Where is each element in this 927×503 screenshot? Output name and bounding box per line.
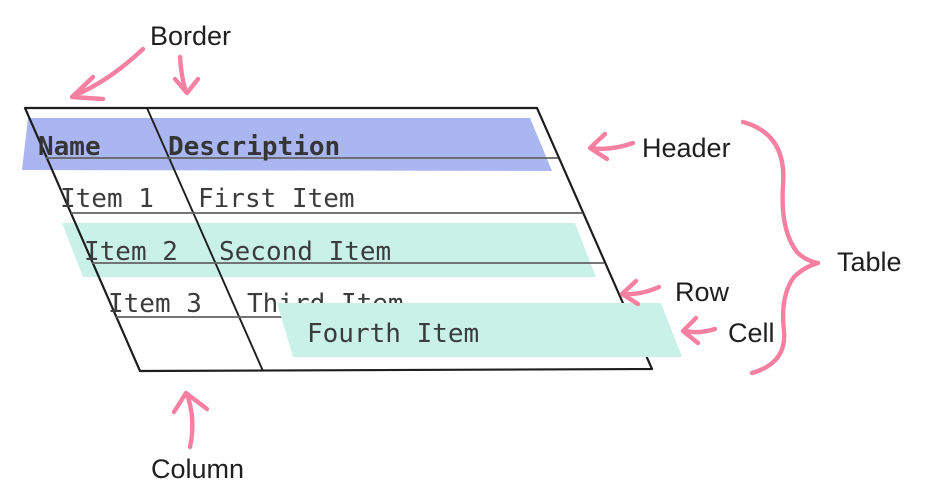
cell-row4-description: Fourth Item	[307, 319, 479, 349]
cell-row1-description: First Item	[198, 184, 355, 214]
header-cell-description: Description	[168, 132, 340, 162]
column-arrow	[171, 390, 210, 450]
cell-label: Cell	[728, 318, 775, 348]
table-label: Table	[837, 247, 902, 277]
cell-row3-name: Item 3	[108, 289, 202, 319]
table-brace	[740, 119, 821, 376]
cell-arrow	[680, 315, 718, 346]
row-label: Row	[675, 277, 730, 307]
header-label: Header	[642, 133, 731, 163]
table-text: Name Description Item 1 First Item Item …	[38, 132, 404, 319]
border-arrow-down	[172, 54, 201, 96]
header-cell-name: Name	[38, 132, 101, 162]
header-arrow	[587, 131, 636, 162]
border-label: Border	[150, 21, 231, 51]
annotations: Border Header Table Row Cell Column	[69, 21, 902, 484]
row-arrow	[619, 278, 662, 307]
selected-cell-highlight	[277, 303, 682, 357]
cell-row2-description: Second Item	[219, 237, 391, 267]
table-outline-border	[23, 106, 654, 373]
cell-row1-name: Item 1	[60, 184, 154, 214]
cell-row2-name: Item 2	[84, 237, 178, 267]
column-label: Column	[151, 454, 244, 484]
column-divider-border	[146, 107, 264, 372]
border-arrow-left	[69, 46, 146, 102]
